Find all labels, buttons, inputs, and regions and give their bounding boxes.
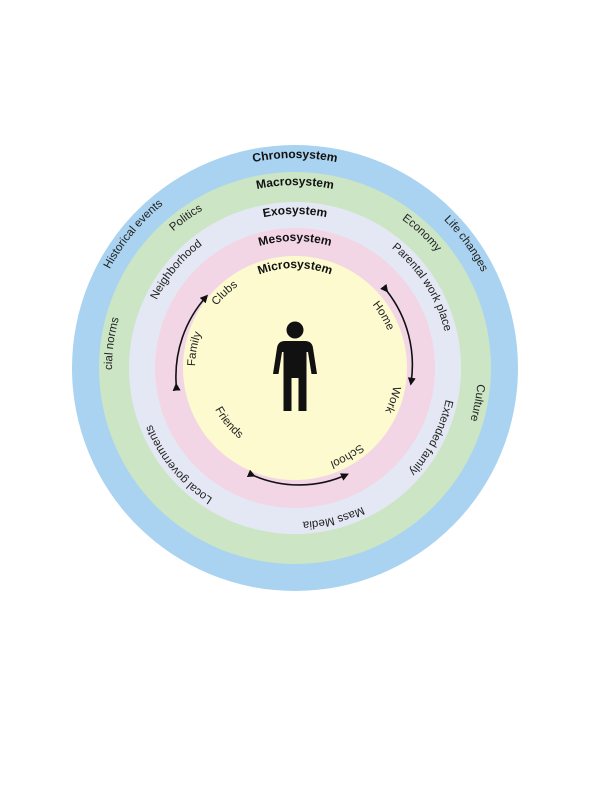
mesosystem-arrow-right <box>380 283 416 386</box>
chronosystem-title: Chronosystem <box>251 147 338 165</box>
person-icon <box>273 321 317 411</box>
microsystem-title: Microsystem <box>256 257 335 277</box>
mesosystem-arrow-bottom <box>246 469 349 486</box>
exosystem-title: Exosystem <box>262 203 329 220</box>
macrosystem-title: Macrosystem <box>255 174 335 192</box>
mesosystem-title: Mesosystem <box>257 230 333 249</box>
mesosystem-arrow-left <box>172 294 209 391</box>
